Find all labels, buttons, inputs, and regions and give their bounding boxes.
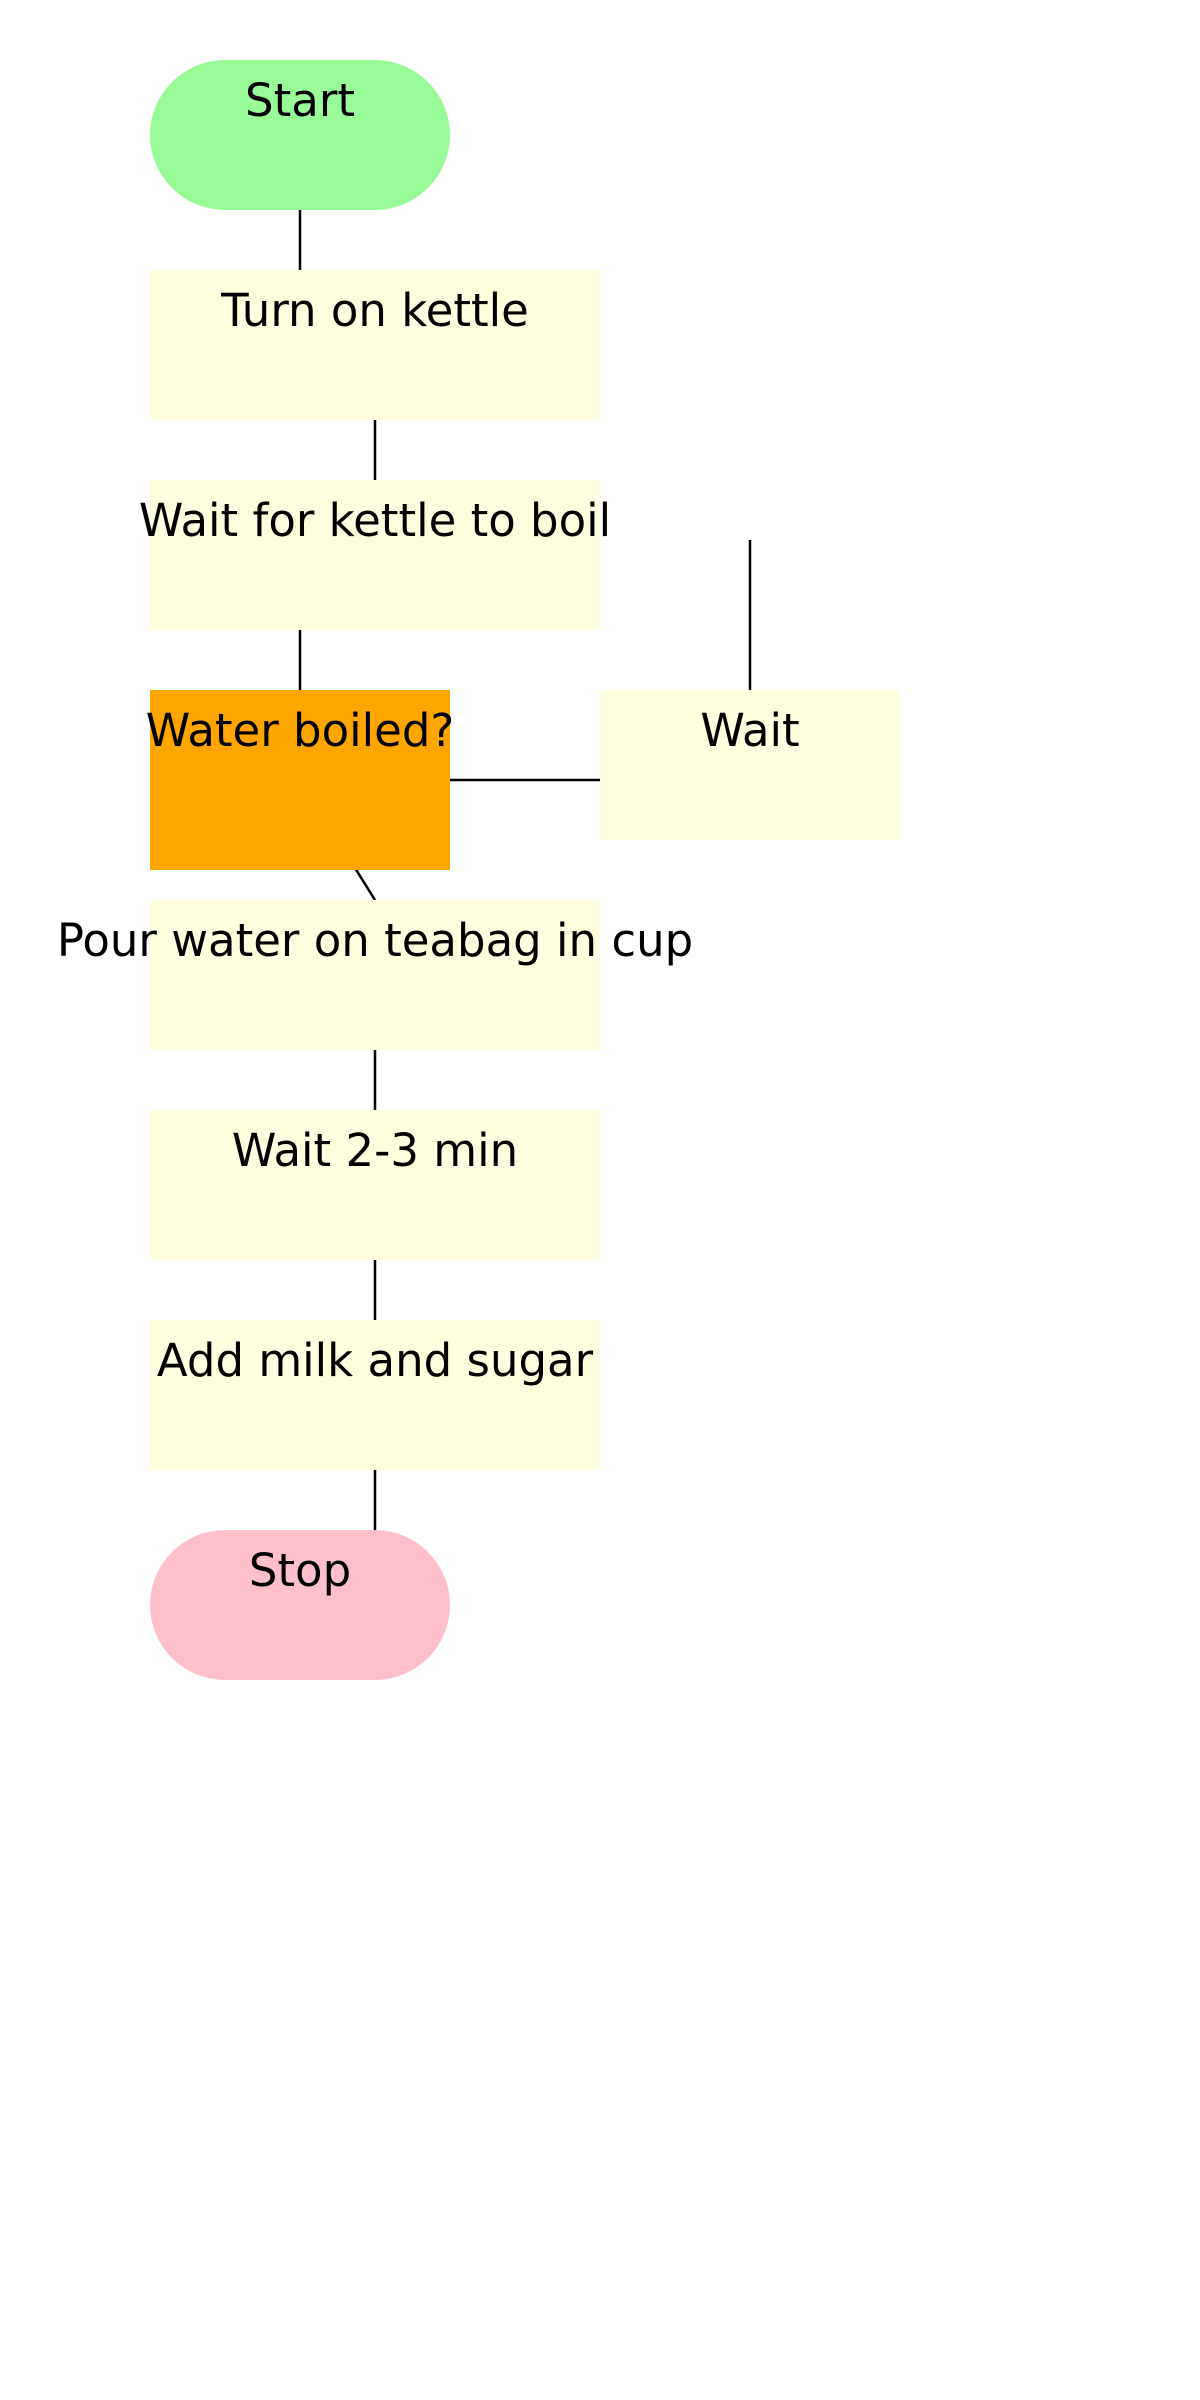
node-wait-label: Wait xyxy=(700,704,800,757)
node-add-milk-sugar-label: Add milk and sugar xyxy=(156,1334,594,1387)
node-wait-for-boil: Wait for kettle to boil xyxy=(139,480,611,630)
node-turn-on-kettle: Turn on kettle xyxy=(150,270,600,420)
node-stop-label: Stop xyxy=(248,1544,352,1597)
node-wait-for-boil-label: Wait for kettle to boil xyxy=(138,494,612,547)
node-water-boiled-label: Water boiled? xyxy=(145,704,455,757)
node-wait-2-3-min: Wait 2-3 min xyxy=(150,1110,600,1260)
node-pour-water: Pour water on teabag in cup xyxy=(57,900,693,1050)
node-start-label: Start xyxy=(245,74,355,127)
node-start: Start xyxy=(150,60,450,210)
node-stop: Stop xyxy=(150,1530,450,1680)
node-pour-water-label: Pour water on teabag in cup xyxy=(56,914,694,967)
node-wait: Wait xyxy=(600,690,900,840)
node-water-boiled-decision: Water boiled? xyxy=(146,690,454,870)
node-add-milk-sugar: Add milk and sugar xyxy=(150,1320,600,1470)
node-wait-2-3-min-label: Wait 2-3 min xyxy=(231,1124,519,1177)
node-turn-on-kettle-label: Turn on kettle xyxy=(221,284,529,337)
